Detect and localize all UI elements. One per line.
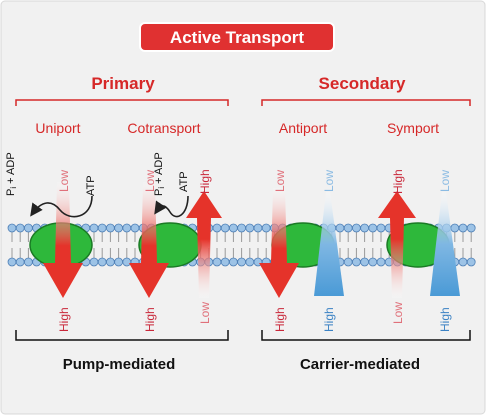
uniport-atp-arrow — [30, 195, 93, 218]
lipid-head — [237, 223, 247, 233]
cotransport-low-label-top: Low — [143, 170, 157, 192]
cotransport-products-text: Pi + ADP — [153, 152, 166, 196]
primary-heading: Primary — [91, 74, 155, 93]
uniport-label: Uniport — [35, 120, 80, 136]
primary-bracket — [15, 99, 229, 106]
lipid-head — [89, 257, 99, 267]
pump-mediated-bracket — [15, 330, 229, 341]
lipid-head — [466, 257, 476, 267]
antiport-label: Antiport — [279, 120, 327, 136]
uniport-high-label: High — [57, 307, 71, 332]
title-box — [139, 22, 335, 52]
lipid-head — [376, 257, 386, 267]
lipid-head — [15, 223, 25, 233]
uniport-atp-text: ATP — [85, 175, 97, 196]
lipid-head — [368, 223, 378, 233]
lipid-head — [97, 257, 107, 267]
lipid-head — [106, 223, 115, 233]
symport-label: Symport — [387, 120, 439, 136]
lipid-head — [220, 257, 230, 267]
cotransport-high-label-bottom: High — [143, 307, 157, 332]
lipid-head — [343, 257, 353, 267]
uniport-low-label: Low — [57, 170, 71, 192]
lipid-head — [360, 223, 370, 233]
symport-red-high-label: High — [391, 169, 405, 194]
lipid-head — [106, 257, 115, 267]
lipid-head — [220, 223, 230, 233]
lipid-head — [368, 257, 378, 267]
carrier-mediated-bracket — [261, 330, 471, 341]
lipid-head — [89, 223, 99, 233]
lipid-head — [343, 223, 353, 233]
lipid-head — [458, 223, 468, 233]
symport-red-low-label: Low — [391, 302, 405, 324]
antiport-blue-low-label: Low — [322, 170, 336, 192]
antiport-blue-arrow — [314, 192, 344, 296]
lipid-head — [130, 223, 140, 233]
lipid-head — [114, 257, 123, 267]
lipid-head — [23, 257, 33, 267]
lipid-head — [23, 223, 33, 233]
cotransport-label: Cotransport — [127, 120, 200, 136]
carrier-mediated-label: Carrier-mediated — [300, 356, 420, 373]
lipid-head — [245, 223, 255, 233]
lipid-head — [237, 257, 247, 267]
lipid-head — [376, 223, 386, 233]
cotransport-atp-arrow — [154, 195, 189, 218]
lipid-head — [212, 223, 222, 233]
antiport-red-low-label: Low — [273, 170, 287, 192]
lipid-head — [466, 223, 476, 233]
uniport-red-arrow — [43, 182, 83, 298]
lipid-head — [253, 223, 263, 233]
lipid-head — [15, 257, 25, 267]
lipid-head — [458, 257, 468, 267]
symport-red-arrow — [378, 191, 416, 298]
symport-blue-arrow — [430, 192, 460, 296]
lipid-head — [228, 257, 238, 267]
cotransport-red-arrow-up — [186, 191, 222, 298]
antiport-red-high-label: High — [273, 307, 287, 332]
lipid-head — [7, 223, 17, 233]
secondary-heading: Secondary — [319, 74, 406, 93]
cotransport-atp-text: ATP — [178, 171, 190, 192]
symport-blue-low-label: Low — [438, 170, 452, 192]
title-text: Active Transport — [170, 28, 304, 47]
cotransport-high-label-top: High — [198, 169, 212, 194]
secondary-bracket — [261, 99, 471, 106]
symport-blue-high-label: High — [438, 307, 452, 332]
lipid-head — [122, 257, 132, 267]
lipid-head — [122, 223, 132, 233]
lipid-head — [245, 257, 255, 267]
lipid-head — [360, 257, 370, 267]
antiport-red-arrow — [259, 188, 299, 298]
lipid-head — [228, 223, 238, 233]
lipid-head — [450, 223, 460, 233]
pump-mediated-label: Pump-mediated — [63, 356, 176, 373]
cotransport-low-label-bottom: Low — [198, 302, 212, 324]
lipid-head — [97, 223, 107, 233]
lipid-head — [212, 257, 222, 267]
uniport-products-text: Pi + ADP — [5, 152, 18, 196]
lipid-head — [7, 257, 17, 267]
cotransport-red-arrow-down — [129, 182, 169, 298]
lipid-head — [114, 223, 123, 233]
lipid-head — [261, 223, 271, 233]
lipid-head — [351, 223, 361, 233]
antiport-blue-high-label: High — [322, 307, 336, 332]
lipid-head — [351, 257, 361, 267]
lipid-head — [335, 223, 345, 233]
